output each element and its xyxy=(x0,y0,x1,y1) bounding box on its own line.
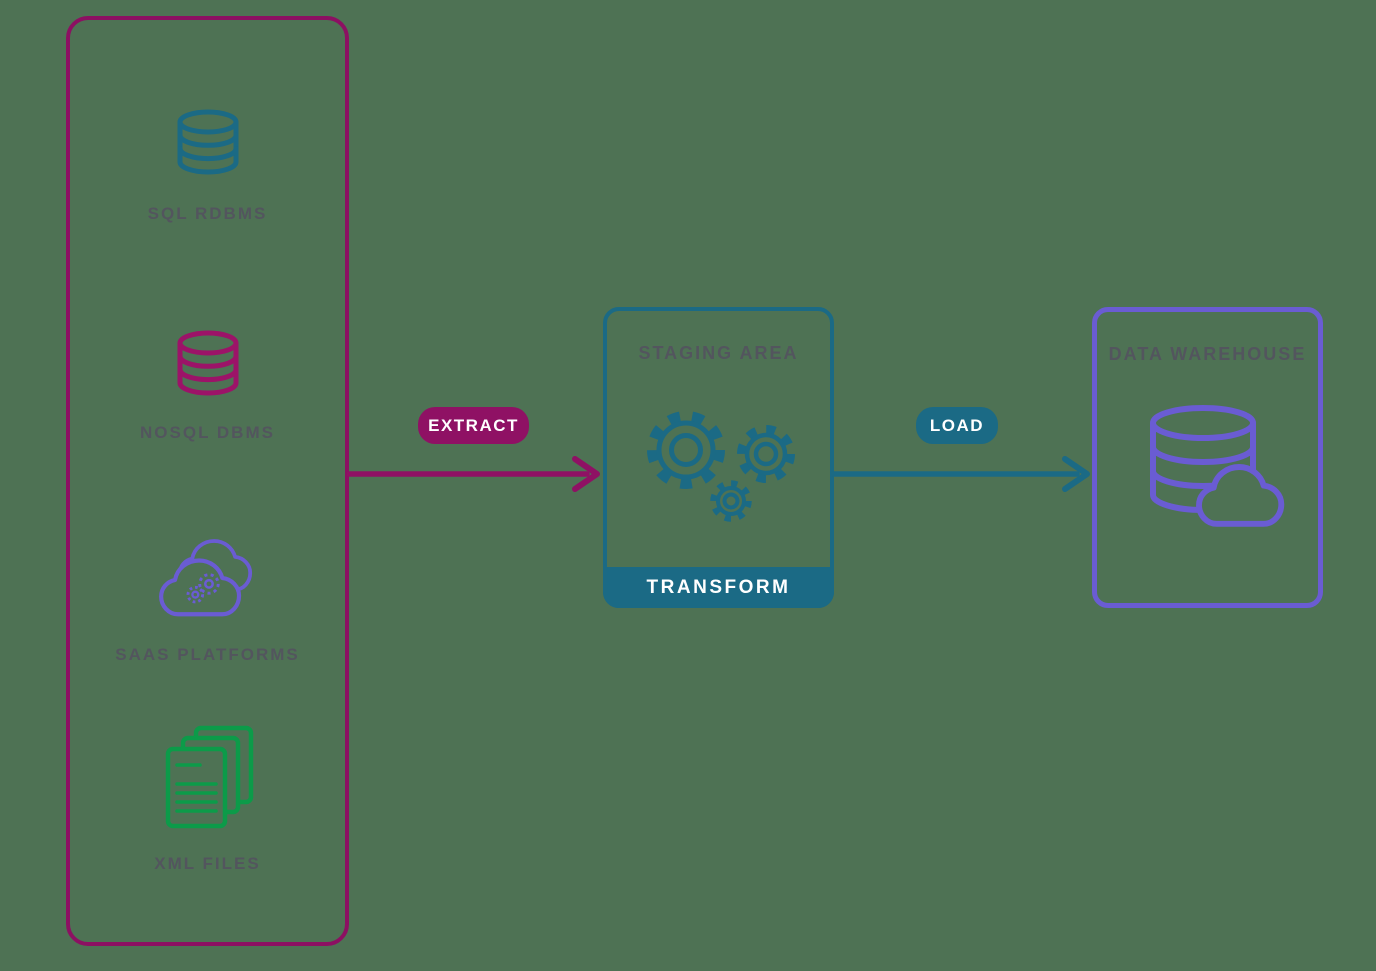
source-label: SQL RDBMS xyxy=(147,204,268,223)
database-cloud-icon xyxy=(1145,403,1285,529)
source-item-sql-rdbms: SQL RDBMS xyxy=(70,104,345,224)
extract-badge: EXTRACT xyxy=(418,407,529,444)
load-badge: LOAD xyxy=(916,407,998,444)
warehouse-title: DATA WAREHOUSE xyxy=(1108,344,1307,364)
database-icon xyxy=(170,104,246,180)
gears-icon xyxy=(634,388,804,528)
documents-icon xyxy=(158,725,258,829)
transform-label: TRANSFORM xyxy=(646,576,791,598)
cloud-gears-icon xyxy=(158,539,257,621)
source-label: XML FILES xyxy=(154,854,261,873)
source-label: SAAS PLATFORMS xyxy=(115,645,300,664)
extract-label: EXTRACT xyxy=(428,415,519,435)
transform-banner: TRANSFORM xyxy=(603,567,834,608)
extract-arrow xyxy=(347,456,600,492)
source-item-saas-platforms: SAAS PLATFORMS xyxy=(70,539,345,665)
data-sources-panel: SQL RDBMS NOSQL DBMS xyxy=(66,16,349,946)
staging-title: STAGING AREA xyxy=(638,343,799,363)
source-item-xml-files: XML FILES xyxy=(70,725,345,874)
load-label: LOAD xyxy=(929,415,985,435)
data-warehouse-box: DATA WAREHOUSE xyxy=(1092,307,1323,608)
source-item-nosql-dbms: NOSQL DBMS xyxy=(70,325,345,443)
load-arrow xyxy=(832,456,1090,492)
database-icon xyxy=(170,325,246,401)
staging-area-box: STAGING AREA TRANSFORM xyxy=(603,307,834,608)
source-label: NOSQL DBMS xyxy=(140,423,275,442)
